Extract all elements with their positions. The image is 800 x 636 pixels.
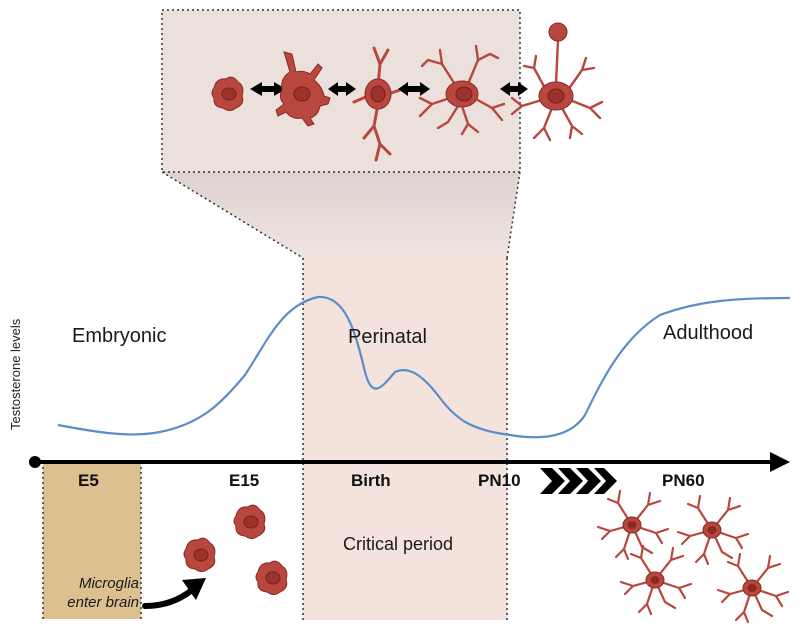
double-headed-arrow-icon (328, 82, 356, 96)
double-headed-arrow-icon (398, 82, 430, 96)
timeline-start-dot (29, 456, 41, 468)
round-microglia-cell (211, 76, 244, 111)
tick-birth: Birth (351, 471, 391, 490)
ramified-microglia-cell (596, 489, 670, 561)
double-headed-arrow-icon (250, 82, 286, 96)
adult-microglia-cells (596, 489, 790, 624)
ramified-microglia-cell (418, 44, 506, 136)
ramifying-microglia-cell (352, 46, 402, 162)
highly-ramified-microglia-cell (510, 22, 604, 142)
ramified-microglia-cell (619, 544, 693, 616)
testosterone-curve (57, 295, 791, 439)
ramified-microglia-cell (716, 552, 790, 624)
curved-arrow-icon (142, 578, 206, 609)
tick-e5: E5 (78, 471, 99, 490)
tick-e15: E15 (229, 471, 260, 490)
double-headed-arrow-icon (500, 82, 528, 96)
y-axis-label-text: Testosterone levels (8, 318, 23, 430)
microglia-label-line-1: Microglia (78, 575, 139, 592)
microglia-label: Microglia enter brain (44, 574, 139, 612)
microglia-label-line-2: enter brain (67, 594, 139, 611)
e5-band (43, 462, 141, 619)
round-microglia-cell (233, 504, 266, 539)
timeline-arrowhead (770, 452, 790, 472)
period-embryonic: Embryonic (72, 325, 167, 347)
chevron-arrows-icon (540, 468, 617, 494)
round-microglia-cell (183, 537, 216, 572)
period-adulthood: Adulthood (663, 322, 754, 344)
ramified-microglia-cell (676, 494, 750, 566)
tick-pn10: PN10 (478, 471, 521, 490)
round-microglia-cell (255, 560, 288, 595)
zoom-funnel (162, 172, 520, 258)
cell-sequence (211, 22, 604, 162)
critical-period-label: Critical period (343, 534, 454, 554)
amoeboid-microglia-cell (275, 51, 331, 127)
tick-pn60: PN60 (662, 471, 705, 490)
period-perinatal: Perinatal (348, 326, 427, 348)
critical-period-band (303, 258, 507, 620)
